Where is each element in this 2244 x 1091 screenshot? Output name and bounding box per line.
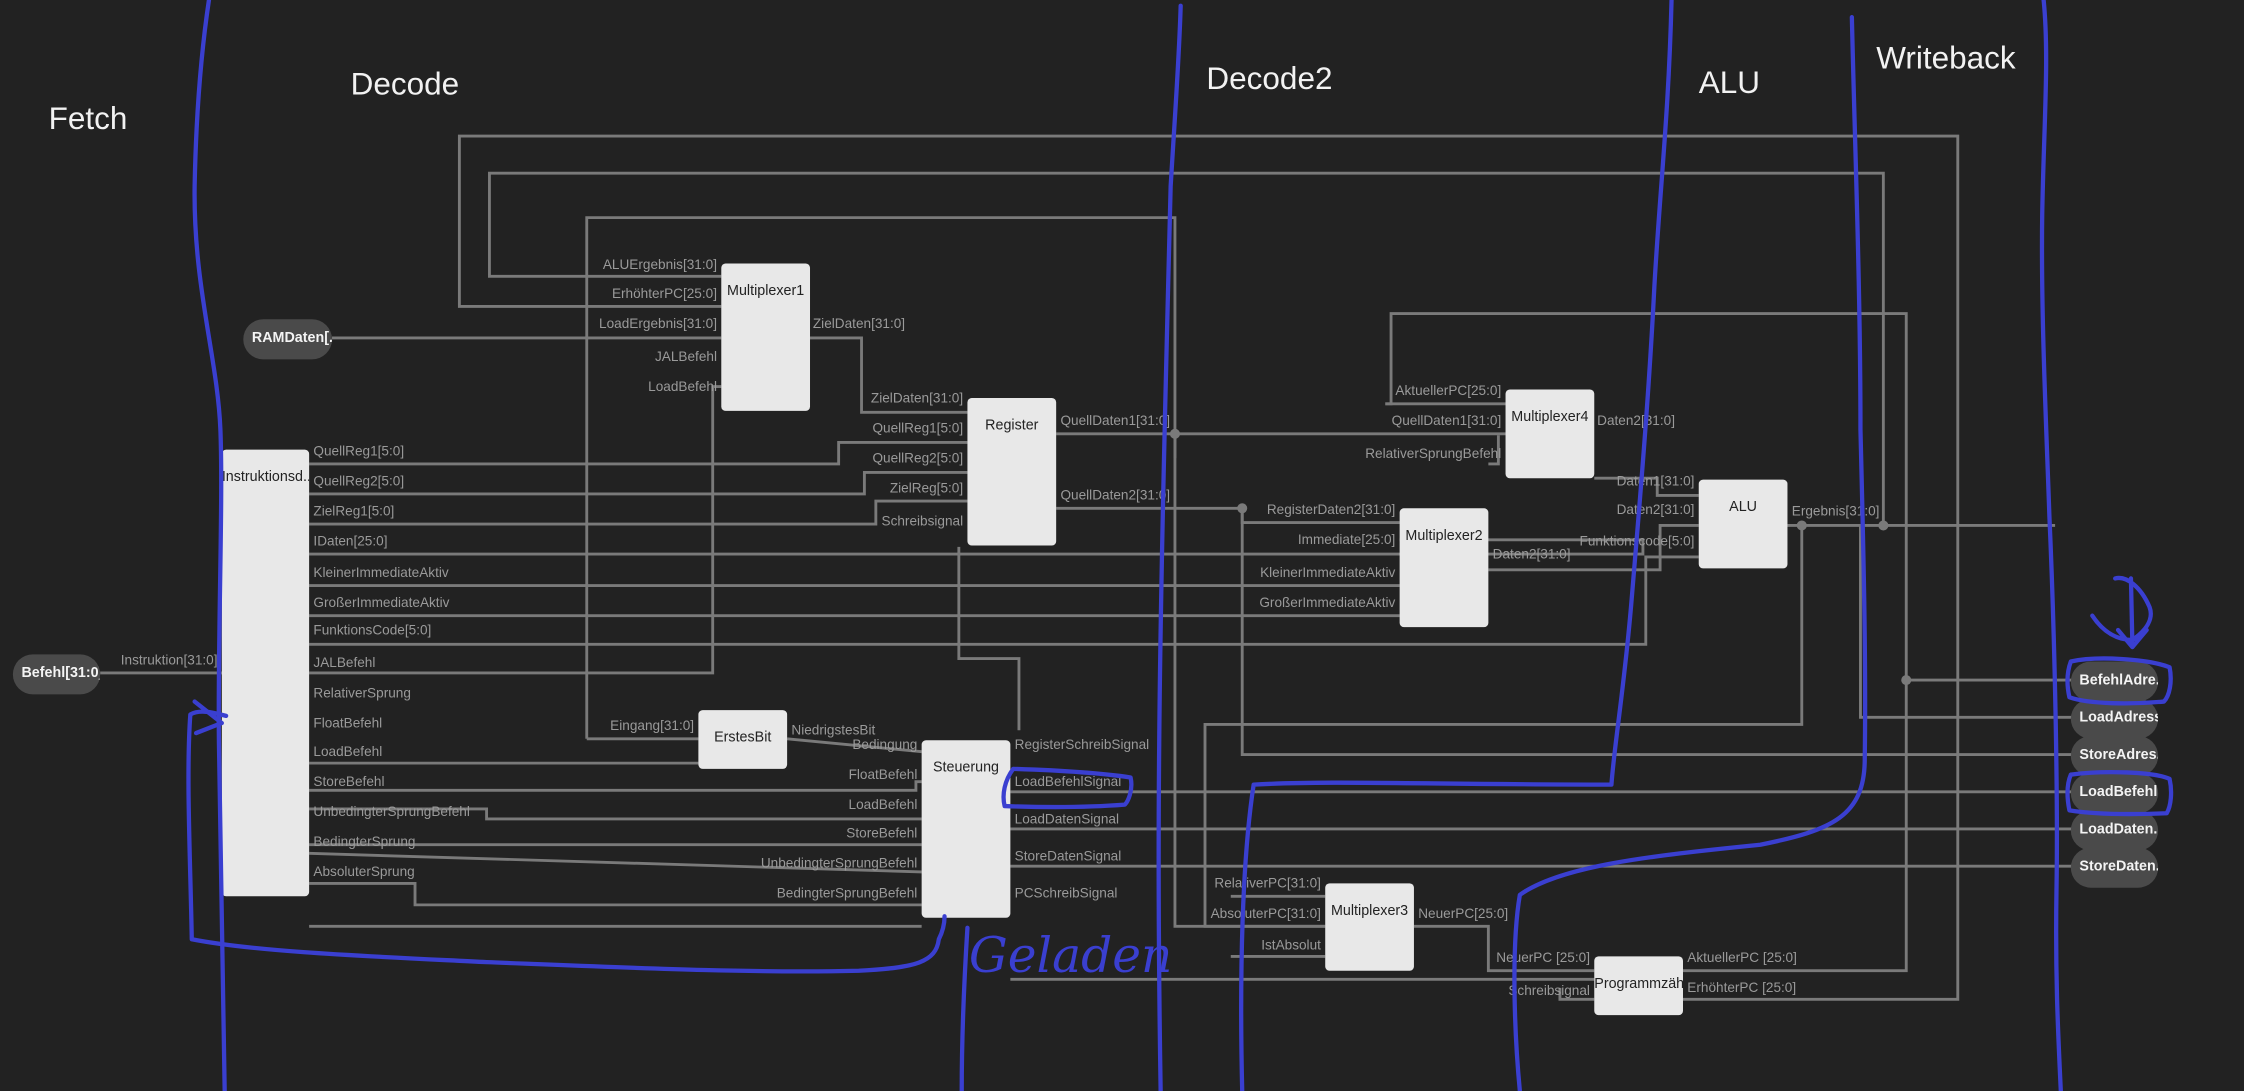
stage-title-fetch: Fetch (48, 100, 128, 137)
port-label: Schreibsignal (1508, 983, 1590, 1000)
block-programmzaehler[interactable]: Programmzäh... (1594, 956, 1683, 1016)
block-multiplexer2[interactable]: Multiplexer2 (1399, 508, 1489, 628)
block-multiplexer1[interactable]: Multiplexer1 (721, 263, 811, 411)
port-label: ALUErgebnis[31:0] (602, 257, 717, 274)
port-label: QuellReg1[5:0] (313, 443, 405, 460)
port-label: AktuellerPC[25:0] (1395, 383, 1502, 400)
block-title: Programmzäh... (1594, 976, 1683, 993)
port-label: UnbedingterSprungBefehl (760, 856, 918, 872)
port-label: ZielReg[5:0] (889, 481, 964, 497)
port-label: AbsoluterSprung (313, 864, 415, 881)
port-label: Daten2[31:0] (1492, 546, 1571, 563)
block-title: Multiplexer3 (1330, 903, 1409, 920)
port-label: LoadErgebnis[31:0] (599, 316, 717, 333)
port-label: Instruktion[31:0] (120, 652, 218, 669)
block-title: Multiplexer1 (727, 283, 805, 300)
output-pin-loaddaten[interactable]: LoadDaten... (2070, 810, 2159, 851)
port-label: IDaten[25:0] (313, 534, 388, 550)
output-pin-befehladresse[interactable]: BefehlAdre... (2070, 661, 2159, 702)
port-label: LoadBefehl (648, 379, 717, 396)
port-label: StoreBefehl (846, 826, 918, 842)
port-label: RegisterDaten2[31:0] (1266, 502, 1396, 519)
block-title: Instruktionsd... (221, 469, 310, 486)
block-erstesbit[interactable]: ErstesBit (698, 710, 788, 769)
stage-title-alu: ALU (1698, 64, 1760, 101)
port-label: StoreDatenSignal (1014, 849, 1122, 865)
block-alu[interactable]: ALU (1698, 479, 1788, 569)
port-label: AbsoluterPC[31:0] (1210, 906, 1321, 923)
block-multiplexer3[interactable]: Multiplexer3 (1325, 883, 1414, 971)
block-title: ErstesBit (714, 730, 772, 746)
port-label: LoadBefehl (313, 744, 383, 761)
output-pin-loadbefehl[interactable]: LoadBefehl... (2070, 773, 2159, 814)
port-label: Eingang[31:0] (610, 718, 695, 735)
stage-title-decode2: Decode2 (1206, 60, 1333, 96)
port-label: QuellReg1[5:0] (872, 420, 964, 437)
handwritten-annotation-geladen: Geladen (968, 927, 1173, 986)
input-pin-ramdaten[interactable]: RAMDaten[... (243, 319, 333, 360)
port-label: GroßerImmediateAktiv (1259, 595, 1396, 612)
port-label: KleinerImmediateAktiv (313, 565, 449, 582)
port-label: StoreBefehl (313, 774, 385, 791)
port-label: RelativerSprungBefehl (1365, 446, 1502, 463)
port-label: QuellReg2[5:0] (313, 473, 405, 490)
input-pin-befehl[interactable]: Befehl[31:0] (12, 654, 101, 695)
port-label: KleinerImmediateAktiv (1260, 565, 1396, 582)
port-label: LoadBefehl (848, 797, 918, 814)
port-label: ZielDaten[31:0] (812, 316, 906, 333)
port-label: Daten2[31:0] (1597, 413, 1675, 430)
stage-title-writeback: Writeback (1876, 40, 2016, 76)
port-label: NeuerPC[25:0] (1418, 906, 1509, 923)
block-steuerung[interactable]: Steuerung (921, 740, 1011, 918)
block-title: Multiplexer2 (1405, 528, 1483, 545)
block-multiplexer4[interactable]: Multiplexer4 (1505, 389, 1595, 479)
port-label: Daten2[31:0] (1616, 502, 1695, 519)
block-instruktionsdecoder[interactable]: Instruktionsd... (221, 449, 310, 897)
stage-title-decode: Decode (350, 65, 460, 102)
block-register[interactable]: Register (967, 398, 1057, 546)
output-pin-storedaten[interactable]: StoreDaten... (2070, 847, 2159, 888)
block-title: Register (985, 418, 1039, 434)
port-label: Schreibsignal (881, 514, 964, 530)
port-label: RegisterSchreibSignal (1014, 737, 1150, 754)
block-title: ALU (1729, 499, 1758, 516)
port-label: IstAbsolut (1261, 937, 1321, 954)
port-label: JALBefehl (313, 655, 376, 672)
port-label: LoadBefehlSignal (1014, 774, 1122, 791)
port-label: QuellDaten1[31:0] (1060, 413, 1171, 430)
port-label: ErhöhterPC [25:0] (1687, 980, 1797, 997)
port-label: JALBefehl (655, 349, 717, 366)
port-label: RelativerSprung (313, 685, 411, 702)
port-label: FunktionsCode[5:0] (313, 622, 432, 639)
port-label: Ergebnis[31:0] (1791, 503, 1880, 520)
port-label: ZielReg1[5:0] (313, 503, 395, 520)
port-label: Immediate[25:0] (1297, 532, 1396, 549)
port-label: GroßerImmediateAktiv (313, 595, 450, 612)
port-label: PCSchreibSignal (1014, 886, 1118, 903)
block-title: Multiplexer4 (1511, 409, 1589, 426)
port-label: QuellReg2[5:0] (872, 451, 964, 467)
port-label: Bedingung (852, 737, 918, 754)
port-label: ZielDaten[31:0] (870, 390, 964, 407)
port-label: LoadDatenSignal (1014, 811, 1120, 828)
port-label: ErhöhterPC[25:0] (611, 286, 717, 303)
port-label: NeuerPC [25:0] (1496, 950, 1590, 967)
port-label: FloatBefehl (848, 767, 918, 784)
port-label: FloatBefehl (313, 715, 383, 732)
port-label: BedingterSprung (313, 834, 416, 851)
port-label: QuellDaten1[31:0] (1391, 413, 1502, 430)
port-label: AktuellerPC [25:0] (1687, 950, 1797, 967)
port-label: BedingterSprungBefehl (776, 886, 918, 903)
port-label: Daten1[31:0] (1616, 473, 1695, 490)
port-label: RelativerPC[31:0] (1214, 876, 1321, 892)
output-pin-storeadresse[interactable]: StoreAdres... (2070, 735, 2159, 777)
port-label: NiedrigstesBit (791, 723, 876, 739)
port-label: UnbedingterSprungBefehl (313, 804, 470, 821)
port-label: QuellDaten2[31:0] (1060, 488, 1171, 504)
block-title: Steuerung (932, 760, 1000, 777)
